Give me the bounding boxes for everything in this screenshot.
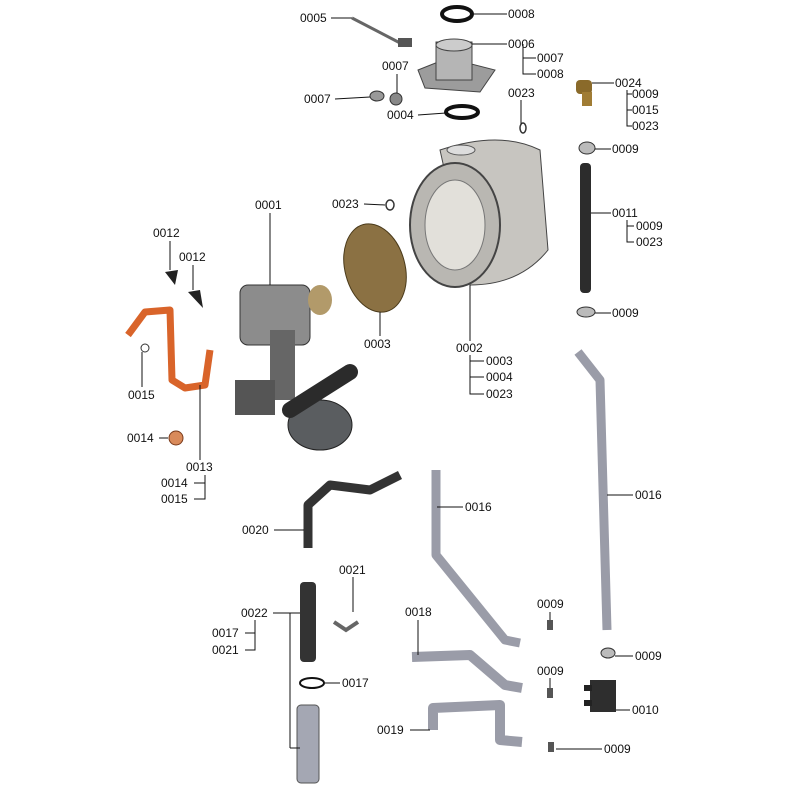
- part-0009-clip[interactable]: [547, 620, 553, 630]
- part-0005-sensor[interactable]: [351, 16, 412, 47]
- part-0020-pipe[interactable]: [303, 470, 403, 548]
- label-0003[interactable]: 0003: [364, 337, 391, 351]
- label-0023[interactable]: 0023: [486, 387, 513, 401]
- part-0003-insulation-disc[interactable]: [334, 217, 415, 319]
- label-0009[interactable]: 0009: [537, 597, 564, 611]
- label-0024[interactable]: 0024: [615, 76, 642, 90]
- part-0008-gasket[interactable]: [440, 5, 474, 23]
- label-0022[interactable]: 0022: [241, 606, 268, 620]
- part-0009-clip[interactable]: [600, 647, 616, 659]
- part-0010-manifold[interactable]: [584, 680, 616, 712]
- part-0016-tube[interactable]: [431, 470, 521, 648]
- label-0004[interactable]: 0004: [486, 370, 513, 384]
- part-0023-oring[interactable]: [385, 199, 395, 211]
- part-0023-oring[interactable]: [519, 122, 527, 134]
- label-0015[interactable]: 0015: [128, 388, 155, 402]
- label-0017[interactable]: 0017: [212, 626, 239, 640]
- part-0012-clip[interactable]: [188, 290, 203, 308]
- label-0020[interactable]: 0020: [242, 523, 269, 537]
- label-0019[interactable]: 0019: [377, 723, 404, 737]
- part-0014-washer[interactable]: [168, 430, 184, 446]
- label-0023[interactable]: 0023: [332, 197, 359, 211]
- part-0021-bracket[interactable]: [332, 620, 360, 633]
- part-0009-clip[interactable]: [548, 742, 554, 752]
- label-0023[interactable]: 0023: [508, 86, 535, 100]
- label-0016[interactable]: 0016: [635, 488, 662, 502]
- label-0007[interactable]: 0007: [304, 92, 331, 106]
- label-0023[interactable]: 0023: [636, 235, 663, 249]
- label-0013[interactable]: 0013: [186, 460, 213, 474]
- label-0006[interactable]: 0006: [508, 37, 535, 51]
- label-0007[interactable]: 0007: [382, 59, 409, 73]
- label-0009[interactable]: 0009: [635, 649, 662, 663]
- leader-lines: [141, 13, 634, 750]
- label-0017[interactable]: 0017: [342, 676, 369, 690]
- label-0008[interactable]: 0008: [537, 67, 564, 81]
- part-0009-clip[interactable]: [547, 688, 553, 698]
- part-0024-elbow[interactable]: [576, 80, 592, 106]
- part-0012-clip[interactable]: [165, 270, 178, 285]
- label-0015[interactable]: 0015: [632, 103, 659, 117]
- label-0009[interactable]: 0009: [636, 219, 663, 233]
- label-0009[interactable]: 0009: [537, 664, 564, 678]
- part-0019-tube[interactable]: [428, 700, 523, 747]
- label-0009[interactable]: 0009: [604, 742, 631, 756]
- label-0014[interactable]: 0014: [161, 476, 188, 490]
- label-0007[interactable]: 0007: [537, 51, 564, 65]
- label-0023[interactable]: 0023: [632, 119, 659, 133]
- part-0009-clip[interactable]: [576, 306, 596, 318]
- label-0009[interactable]: 0009: [612, 142, 639, 156]
- label-0004[interactable]: 0004: [387, 108, 414, 122]
- part-0009-clip[interactable]: [578, 141, 596, 155]
- label-0011[interactable]: 0011: [612, 206, 638, 220]
- part-0017-oring[interactable]: [299, 677, 325, 689]
- part-0015-oring[interactable]: [140, 343, 150, 353]
- part-0007-plug[interactable]: [389, 92, 403, 106]
- label-0003[interactable]: 0003: [486, 354, 513, 368]
- part-0001-fan-gas-valve[interactable]: [235, 284, 358, 451]
- part-0006-flue-adapter[interactable]: [417, 38, 496, 93]
- label-0015[interactable]: 0015: [161, 492, 188, 506]
- label-0021[interactable]: 0021: [339, 563, 366, 577]
- part-0013-copper-pipe[interactable]: [125, 306, 214, 392]
- part-0018-tube[interactable]: [411, 650, 523, 693]
- label-0012[interactable]: 0012: [153, 226, 180, 240]
- part-0007-plug[interactable]: [369, 90, 385, 102]
- part-0004-gasket[interactable]: [444, 104, 480, 120]
- label-0002[interactable]: 0002: [456, 341, 483, 355]
- label-0016[interactable]: 0016: [465, 500, 492, 514]
- label-0010[interactable]: 0010: [632, 703, 659, 717]
- label-0009[interactable]: 0009: [632, 87, 659, 101]
- label-0001[interactable]: 0001: [255, 198, 282, 212]
- label-0018[interactable]: 0018: [405, 605, 432, 619]
- label-0021[interactable]: 0021: [212, 643, 239, 657]
- label-0008[interactable]: 0008: [508, 7, 535, 21]
- label-0009[interactable]: 0009: [612, 306, 639, 320]
- part-0016-tube[interactable]: [574, 349, 612, 631]
- label-0012[interactable]: 0012: [179, 250, 206, 264]
- part-0022-siphon[interactable]: [300, 582, 316, 662]
- label-0014[interactable]: 0014: [127, 431, 154, 445]
- part-0011-pipe[interactable]: [580, 163, 591, 293]
- part-0002-heat-exchanger[interactable]: [409, 139, 549, 288]
- part-0022-cup[interactable]: [296, 704, 320, 784]
- label-0005[interactable]: 0005: [300, 11, 327, 25]
